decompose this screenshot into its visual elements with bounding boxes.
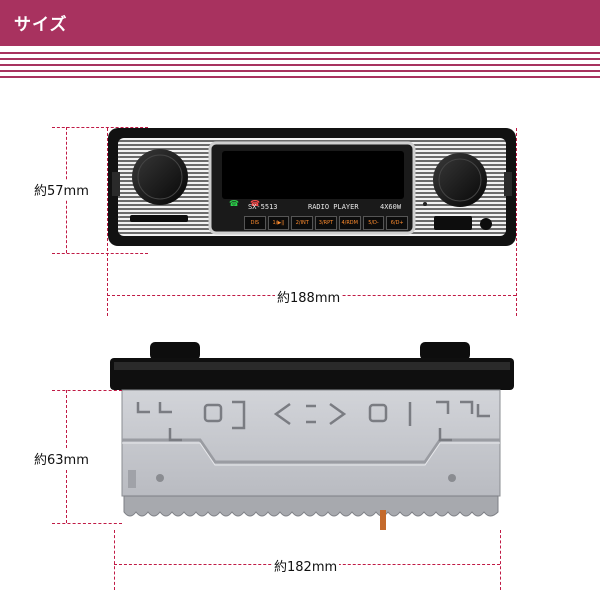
left-volume-knob-icon xyxy=(132,149,188,205)
preset-button[interactable]: 3/RPT xyxy=(315,216,337,230)
section-title: サイズ xyxy=(14,15,68,35)
preset-button[interactable]: DIS xyxy=(244,216,266,230)
side-height-label: 約63mm xyxy=(32,449,91,468)
header-stripe xyxy=(0,70,600,72)
preset-button[interactable]: 2/INT xyxy=(291,216,314,230)
header-stripe xyxy=(0,52,600,54)
bracket-marks xyxy=(136,400,490,442)
preset-button[interactable]: 4/RDM xyxy=(338,216,361,230)
aux-jack-icon xyxy=(480,218,492,230)
model-text: SX-5513 xyxy=(248,203,278,211)
preset-button[interactable]: 6/D+ xyxy=(386,216,409,230)
call-answer-icon: ☎ xyxy=(229,199,239,208)
right-tuning-knob-icon xyxy=(433,153,487,207)
display-caption: SX-5513 RADIO PLAYER 4X60W xyxy=(230,203,406,213)
preset-button-row: DIS 1/▶|| 2/INT 3/RPT 4/RDM 5/D- 6/D+ xyxy=(244,216,409,230)
wire-harness xyxy=(380,510,386,530)
call-end-icon: ☎ xyxy=(250,199,260,208)
radio-player-text: RADIO PLAYER xyxy=(308,203,359,211)
dimension-guide xyxy=(52,390,122,391)
dimension-guide xyxy=(52,253,148,254)
usb-port xyxy=(434,216,472,230)
preset-button[interactable]: 5/D- xyxy=(362,216,385,230)
dimension-guide xyxy=(52,523,122,524)
header-stripe xyxy=(0,64,600,66)
card-slot xyxy=(130,215,188,222)
front-height-label: 約57mm xyxy=(32,180,91,199)
dimension-guide xyxy=(107,128,108,316)
lcd-screen xyxy=(222,151,404,199)
header-stripe xyxy=(0,76,600,78)
power-text: 4X60W xyxy=(380,203,402,211)
dimension-guide xyxy=(114,530,115,590)
top-right-knob-icon xyxy=(420,342,470,360)
front-width-label: 約188mm xyxy=(275,287,343,306)
dimension-guide xyxy=(516,128,517,316)
side-width-label: 約182mm xyxy=(272,556,340,575)
section-header: サイズ xyxy=(0,0,600,46)
dimension-guide xyxy=(500,530,501,590)
heat-sink xyxy=(123,495,499,517)
dimension-guide xyxy=(52,127,148,128)
preset-button[interactable]: 1/▶|| xyxy=(267,216,290,230)
header-stripe xyxy=(0,58,600,60)
top-left-knob-icon xyxy=(150,342,200,360)
